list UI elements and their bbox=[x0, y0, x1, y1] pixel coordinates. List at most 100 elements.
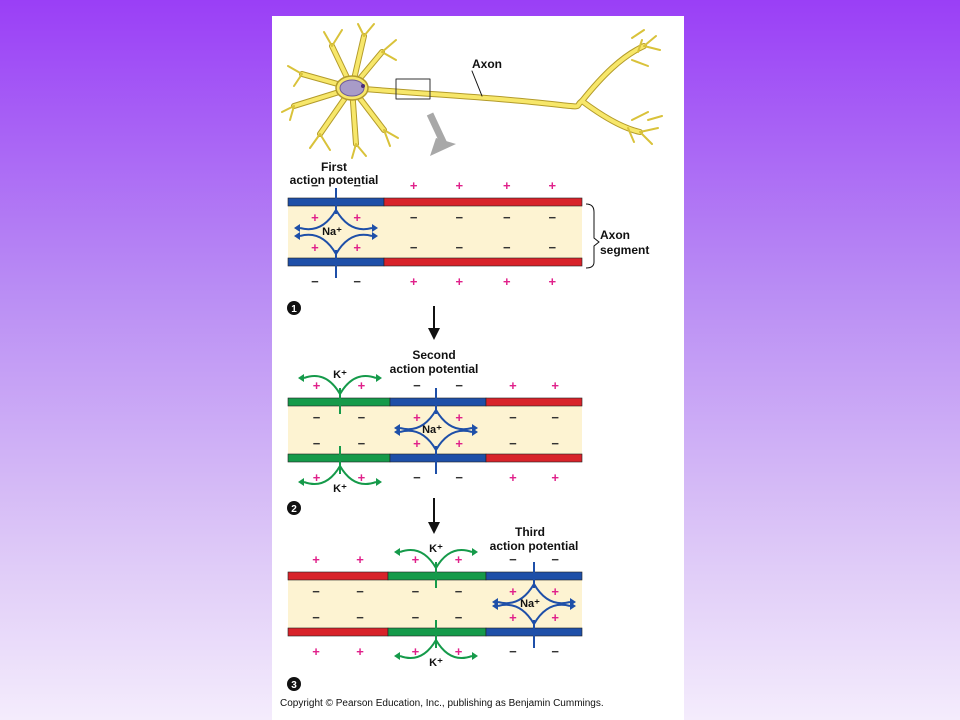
potassium-ion-label-bottom: K⁺ bbox=[333, 483, 347, 495]
charge-outside-plus: + bbox=[455, 644, 463, 659]
arrowhead bbox=[372, 224, 378, 232]
charge-inside-plus: + bbox=[311, 210, 319, 225]
svg-text:1: 1 bbox=[291, 304, 297, 315]
charge-outside-minus: − bbox=[413, 378, 421, 393]
charge-inside-minus: − bbox=[356, 584, 364, 599]
neuron-fill bbox=[292, 34, 646, 146]
svg-text:3: 3 bbox=[291, 680, 297, 691]
ion-flow-arrows bbox=[399, 409, 473, 451]
charge-outside-minus: − bbox=[509, 644, 517, 659]
charge-outside-plus: + bbox=[356, 644, 364, 659]
charge-outside-plus: + bbox=[412, 552, 420, 567]
axon-panel-2: +−−++−−+−++−−++−+−−++−−+K⁺K⁺Na⁺ bbox=[287, 369, 583, 495]
arrowhead bbox=[394, 548, 400, 556]
third-ap-label-line1: Third bbox=[515, 525, 545, 539]
charge-outside-minus: − bbox=[551, 552, 559, 567]
charge-outside-plus: + bbox=[358, 378, 366, 393]
sodium-influx: Na⁺ bbox=[394, 388, 478, 474]
arrowhead bbox=[294, 232, 300, 240]
charge-outside-minus: − bbox=[311, 274, 319, 289]
charge-outside-plus: + bbox=[455, 274, 463, 289]
charge-outside-plus: + bbox=[410, 274, 418, 289]
charge-outside-minus: − bbox=[311, 178, 319, 193]
zoom-box bbox=[395, 78, 431, 100]
first-ap-label-line1: First bbox=[321, 160, 347, 174]
charge-outside-plus: + bbox=[549, 274, 557, 289]
second-ap-label-line2: action potential bbox=[390, 362, 479, 376]
charge-inside-minus: − bbox=[549, 210, 557, 225]
membrane-bottom-segment bbox=[485, 453, 583, 463]
charge-inside-plus: + bbox=[551, 610, 559, 625]
axon-segment-label-line1: Axon bbox=[600, 228, 630, 242]
neuron-illustration bbox=[281, 23, 663, 159]
membrane-bottom-segment bbox=[287, 627, 389, 637]
charge-outside-plus: + bbox=[313, 378, 321, 393]
charge-outside-plus: + bbox=[551, 378, 559, 393]
arrowhead bbox=[298, 374, 304, 382]
arrowhead bbox=[298, 478, 304, 486]
charge-inside-minus: − bbox=[313, 410, 321, 425]
charge-inside-minus: − bbox=[358, 436, 366, 451]
ion-flow-arrows bbox=[299, 209, 373, 255]
potassium-ion-label-top: K⁺ bbox=[429, 543, 443, 555]
svg-text:2: 2 bbox=[291, 504, 297, 515]
diagram-panel: −++−−++−+−−++−−++−−++−−+Na⁺+−−++−−+−++−−… bbox=[272, 16, 684, 720]
charge-inside-minus: − bbox=[455, 610, 463, 625]
arrowhead bbox=[472, 548, 478, 556]
charge-outside-plus: + bbox=[313, 470, 321, 485]
charge-inside-minus: − bbox=[356, 610, 364, 625]
sodium-influx: Na⁺ bbox=[492, 562, 576, 648]
ion-flow-arrows bbox=[497, 583, 571, 625]
second-ap-label-line1: Second bbox=[412, 348, 455, 362]
step-marker-1: 1 bbox=[287, 301, 301, 315]
charge-outside-minus: − bbox=[353, 274, 361, 289]
charge-inside-minus: − bbox=[313, 436, 321, 451]
charge-outside-plus: + bbox=[410, 178, 418, 193]
axon-panel-3: +−−++−−++−−++−−+−++−−++−K⁺K⁺Na⁺ bbox=[287, 543, 583, 669]
ion-flow-arrows bbox=[303, 375, 377, 485]
nucleolus bbox=[361, 84, 365, 88]
charge-outside-plus: + bbox=[509, 470, 517, 485]
membrane-bottom-segment bbox=[383, 257, 583, 267]
axon-leader-line bbox=[471, 70, 483, 97]
charge-inside-minus: − bbox=[455, 240, 463, 255]
charge-inside-minus: − bbox=[312, 584, 320, 599]
charge-outside-plus: + bbox=[412, 644, 420, 659]
potassium-ion-label-bottom: K⁺ bbox=[429, 657, 443, 669]
membrane-top-segment bbox=[389, 397, 487, 407]
charge-inside-minus: − bbox=[455, 584, 463, 599]
charge-outside-plus: + bbox=[551, 470, 559, 485]
membrane-top-segment bbox=[485, 397, 583, 407]
nucleus bbox=[339, 79, 365, 97]
charge-outside-plus: + bbox=[503, 178, 511, 193]
arrowhead bbox=[394, 428, 400, 436]
charge-outside-plus: + bbox=[549, 178, 557, 193]
charge-inside-plus: + bbox=[413, 436, 421, 451]
charge-inside-minus: − bbox=[455, 210, 463, 225]
copyright-notice: Copyright © Pearson Education, Inc., pub… bbox=[280, 698, 604, 709]
charge-inside-minus: − bbox=[549, 240, 557, 255]
charge-inside-plus: + bbox=[551, 584, 559, 599]
membrane-top-segment bbox=[287, 571, 389, 581]
charge-inside-plus: + bbox=[413, 410, 421, 425]
arrowhead bbox=[472, 652, 478, 660]
step-marker-3: 3 bbox=[287, 677, 301, 691]
axon-label: Axon bbox=[472, 57, 502, 71]
step-arrow-2-to-3 bbox=[428, 498, 440, 534]
arrowhead bbox=[372, 232, 378, 240]
axon-segment-bracket bbox=[585, 203, 600, 269]
charge-inside-minus: − bbox=[503, 210, 511, 225]
charge-inside-minus: − bbox=[503, 240, 511, 255]
charge-outside-plus: + bbox=[455, 552, 463, 567]
axon-panel-1: −++−−++−+−−++−−++−−++−−+Na⁺ bbox=[287, 178, 583, 289]
charge-outside-plus: + bbox=[312, 644, 320, 659]
charge-inside-minus: − bbox=[312, 610, 320, 625]
sodium-influx: Na⁺ bbox=[294, 188, 378, 278]
charge-inside-plus: + bbox=[455, 436, 463, 451]
charge-inside-plus: + bbox=[353, 240, 361, 255]
charge-inside-minus: − bbox=[412, 584, 420, 599]
first-ap-label-line2: action potential bbox=[290, 173, 379, 187]
arrowhead bbox=[294, 224, 300, 232]
charge-inside-minus: − bbox=[509, 436, 517, 451]
charge-outside-minus: − bbox=[551, 644, 559, 659]
